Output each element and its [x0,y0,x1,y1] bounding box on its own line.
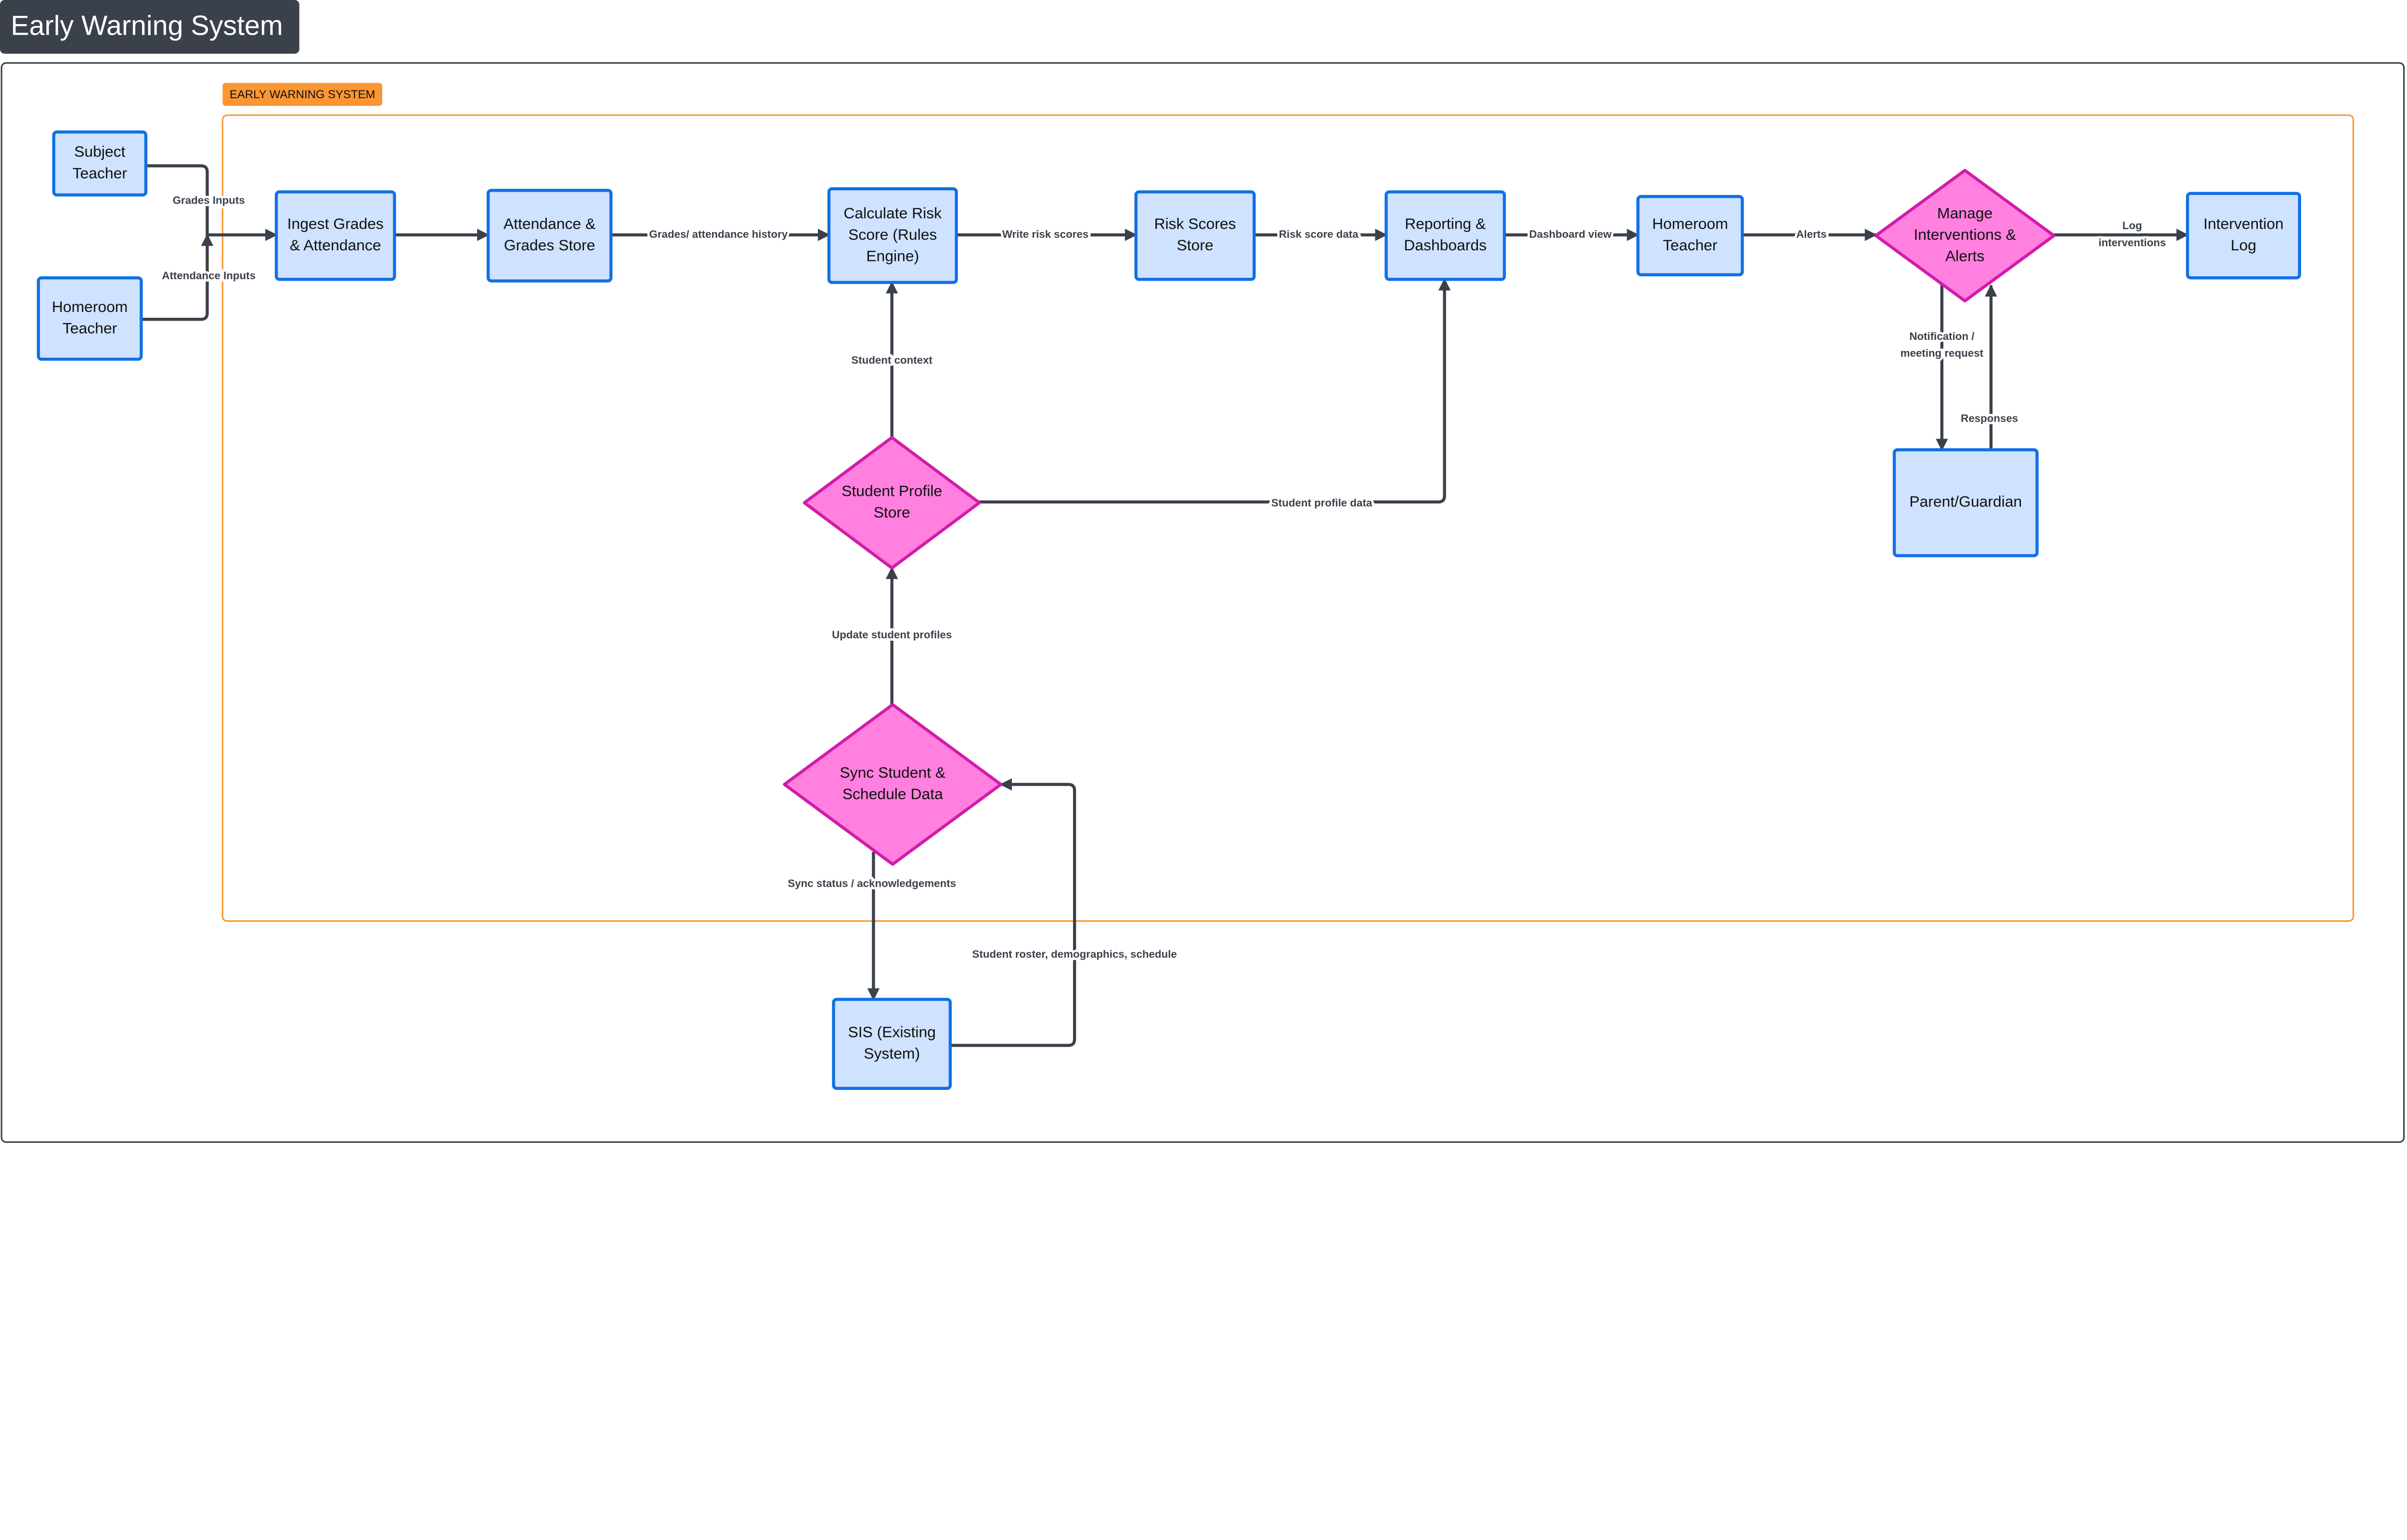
node-label: Log [2231,236,2256,254]
outer-frame [0,62,2405,1143]
edge-label: Write risk scores [1002,228,1088,240]
process-shape [1892,448,2039,557]
edge-label: Student roster, demographics, schedule [972,948,1177,960]
node-label: Engine) [866,247,919,265]
node-label: Attendance & [504,215,595,233]
node-label: Teacher [63,319,117,336]
process-shape [1134,190,1256,281]
node-label: Student Profile [841,482,942,499]
edge-label: Risk score data [1279,228,1359,240]
node-label: Store [1177,236,1213,254]
edge-homeroom-teacher-source-to-ingest[interactable] [141,233,214,321]
node-label: Manage [1937,204,1993,221]
edge-label: Grades Inputs [173,194,245,207]
node-label: Store [874,504,910,521]
process-shape [274,190,396,281]
node-label: Homeroom [1652,215,1728,233]
node-label: Ingest Grades [287,215,384,233]
edge-label: Grades/ attendance history [649,228,788,240]
edge-sis-to-sync-student[interactable] [950,778,1076,1047]
node-label: Interventions & [1914,226,2016,243]
group-boundary [221,114,2354,922]
process-shape [1385,190,1506,281]
node-label: Intervention [2203,215,2284,233]
node-label: SIS (Existing [848,1023,935,1040]
diagram-canvas: Early Warning System EARLY WARNING SYSTE… [0,0,2405,1143]
node-label: Parent/Guardian [1909,493,2022,510]
process-shape [486,189,613,283]
edge-label: Log [2122,220,2142,232]
node-label: Calculate Risk [843,204,942,221]
decision-shape [802,436,981,570]
edge-label: interventions [2098,236,2166,248]
edge-student-profile-store-to-reporting[interactable] [979,278,1451,504]
edge-label: Sync status / acknowledgements [788,878,956,890]
edge-subject-teacher-to-ingest[interactable] [145,164,278,241]
node-label: Teacher [73,164,128,181]
edge-label: Responses [1961,412,2018,424]
node-label: Reporting & [1405,215,1486,233]
edge-label: meeting request [1901,347,1984,359]
node-label: Teacher [1663,236,1718,254]
decision-shape [783,703,1003,866]
node-label: Risk Scores [1154,215,1236,233]
node-label: & Attendance [290,236,381,254]
process-shape [1636,194,1744,276]
title-block: Early Warning System [0,0,299,54]
node-label: Alerts [1945,247,1984,265]
group-label: EARLY WARNING SYSTEM [230,88,375,101]
node-label: Score (Rules [848,226,937,243]
node-parent-guardian[interactable]: Parent/Guardian [1892,448,2039,557]
group-tag: EARLY WARNING SYSTEM [222,83,383,106]
edge-label: Student context [851,354,932,366]
node-label: Homeroom [52,298,128,315]
process-shape [832,997,952,1090]
node-label: Dashboards [1404,236,1487,254]
edge-label: Update student profiles [832,629,952,641]
edge-label: Attendance Inputs [162,270,256,282]
process-shape [827,187,958,284]
node-label: Sync Student & [840,764,945,781]
node-ingest[interactable]: Ingest Grades & Attendance [274,190,396,281]
node-reporting[interactable]: Reporting & Dashboards [1385,190,1506,281]
edge-label: Dashboard view [1529,228,1612,240]
page-title: Early Warning System [11,11,283,41]
process-shape [52,130,148,197]
edge-label: Notification / [1909,330,1974,342]
node-label: Schedule Data [842,785,943,802]
node-label: System) [864,1045,920,1062]
edge-label: Alerts [1796,228,1826,240]
edge-label: Student profile data [1271,497,1372,509]
node-label: Grades Store [504,236,595,254]
edges-layer [141,164,2189,1047]
process-shape [2186,192,2301,280]
node-label: Subject [74,143,125,160]
node-attendance-grades-store[interactable]: Attendance & Grades Store [486,189,613,283]
decision-shape [1874,168,2056,303]
node-sync-student[interactable]: Sync Student & Schedule Data [783,703,1003,866]
process-shape [37,276,143,361]
